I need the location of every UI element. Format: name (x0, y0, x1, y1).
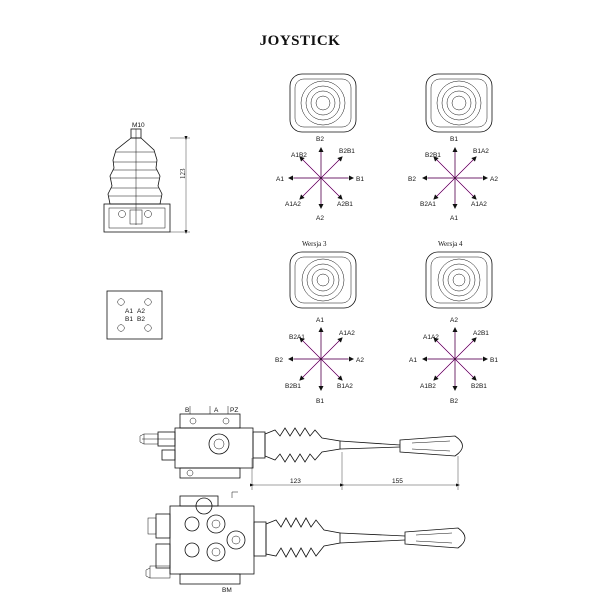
dir-label-top-left: B2B1 (425, 152, 441, 159)
dir-label-top-left: A1A2 (423, 334, 439, 341)
port-label-b2: B2 (137, 316, 145, 323)
dir-label-top-left: B2A1 (289, 334, 305, 341)
port-a-label: A (214, 407, 219, 414)
direction-star (422, 327, 488, 391)
dir-label-bottom-right: B1A2 (337, 383, 353, 390)
dir-label-top-right: B2B1 (339, 148, 355, 155)
direction-star (288, 327, 354, 391)
dir-label-top-left: A1B2 (291, 152, 307, 159)
dir-label-top: B1 (450, 136, 458, 143)
dir-label-top-right: A1A2 (339, 330, 355, 337)
port-plate: A1 A2 B1 B2 (106, 290, 163, 340)
dir-label-bottom-right: B2B1 (471, 383, 487, 390)
valve-lower-view: BM (145, 491, 466, 594)
version-label: Wersja 3 (302, 240, 327, 248)
port-b-label: B (185, 407, 189, 414)
dir-label-left: A1 (276, 176, 284, 183)
dir-label-top: B2 (316, 136, 324, 143)
dir-label-right: A2 (356, 357, 364, 364)
dir-label-bottom-left: B2B1 (285, 383, 301, 390)
port-label-a1: A1 (125, 308, 133, 315)
valve-side-view: B A PZ 123 155 (139, 406, 463, 490)
version-1: B2 A1B2 B2B1 A1 B1 A1A2 A2B1 A2 (276, 73, 364, 222)
dir-label-bottom-left: A1A2 (285, 201, 301, 208)
dimension-b: 155 (392, 478, 403, 485)
dir-label-left: B2 (408, 176, 416, 183)
version-4: Wersja 4 A2 A1A2 A2B1 A1 B1 A1 (409, 240, 498, 405)
bottom-label: BM (222, 587, 232, 594)
dir-label-bottom: B1 (316, 398, 324, 405)
dir-label-bottom: A1 (450, 215, 458, 222)
dir-label-top: A1 (316, 317, 324, 324)
dir-label-left: B2 (275, 357, 283, 364)
dir-label-top-right: B1A2 (473, 148, 489, 155)
dir-label-bottom: B2 (450, 398, 458, 405)
joystick-side-view: M10 123 (103, 122, 190, 234)
dir-label-bottom-right: A2B1 (337, 201, 353, 208)
joystick-top-view (425, 251, 493, 309)
port-label-b1: B1 (125, 316, 133, 323)
joystick-top-view (425, 73, 493, 133)
direction-star (422, 147, 488, 209)
joystick-top-view (289, 251, 357, 309)
thread-label: M10 (132, 122, 145, 129)
dir-label-top: A2 (450, 317, 458, 324)
height-dimension: 123 (179, 168, 187, 179)
dir-label-left: A1 (409, 357, 417, 364)
dir-label-bottom-right: A1A2 (471, 201, 487, 208)
page-title: JOYSTICK (259, 33, 341, 49)
version-3: Wersja 3 A1 B2A1 A1A2 B2 A2 B2 (275, 240, 364, 405)
dimension-a: 123 (290, 478, 301, 485)
dir-label-bottom-left: B2A1 (420, 201, 436, 208)
version-label: Wersja 4 (438, 240, 463, 248)
dir-label-bottom: A2 (316, 215, 324, 222)
direction-star (288, 147, 354, 209)
dir-label-top-right: A2B1 (473, 330, 489, 337)
dir-label-right: A2 (490, 176, 498, 183)
dir-label-bottom-left: A1B2 (420, 383, 436, 390)
joystick-top-view (289, 73, 357, 133)
version-2: B1 B2B1 B1A2 B2 A2 B2A1 A1A2 A1 (408, 73, 498, 222)
port-pz-label: PZ (230, 407, 238, 414)
dir-label-right: B1 (490, 357, 498, 364)
dir-label-right: B1 (356, 176, 364, 183)
port-label-a2: A2 (137, 308, 145, 315)
